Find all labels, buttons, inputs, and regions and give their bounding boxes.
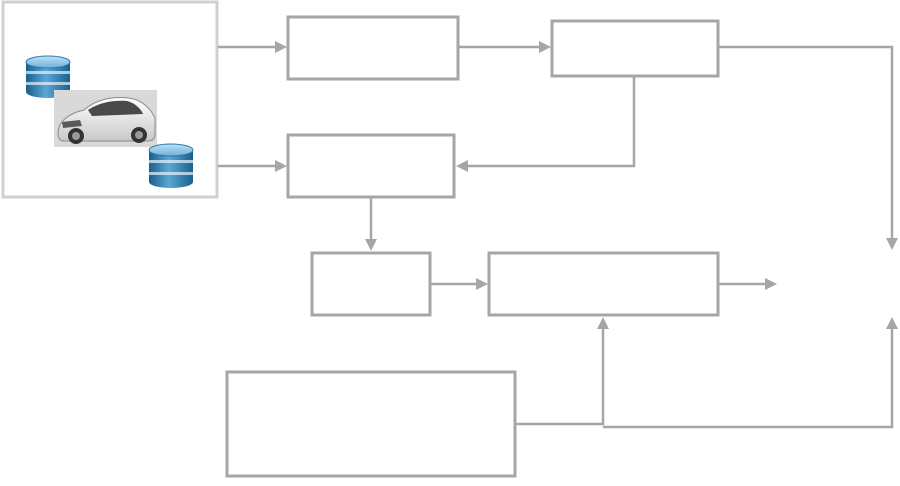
connector-box-1-to-box-2 [458,41,551,53]
connector-box-4-to-box-5 [430,278,488,290]
process-box-1 [286,15,460,81]
process-box-5 [487,251,720,317]
connector-box-2-to-right [718,45,898,250]
connector-box-6-to-box-5 [515,317,609,426]
database-icon [148,143,194,188]
process-box-6 [225,370,517,478]
connector-box-5-to-right [718,278,777,290]
database-icon [25,55,71,98]
connector-box-6-to-right [603,317,898,429]
process-box-4 [310,251,432,317]
connector-box-2-to-box-3 [456,77,636,172]
process-box-2 [550,19,720,78]
connector-frame-to-box-1 [218,41,287,53]
connector-frame-to-box-3 [218,160,287,172]
connector-box-3-to-box-4 [365,197,377,251]
car-icon [54,90,157,147]
process-box-3 [286,133,456,199]
